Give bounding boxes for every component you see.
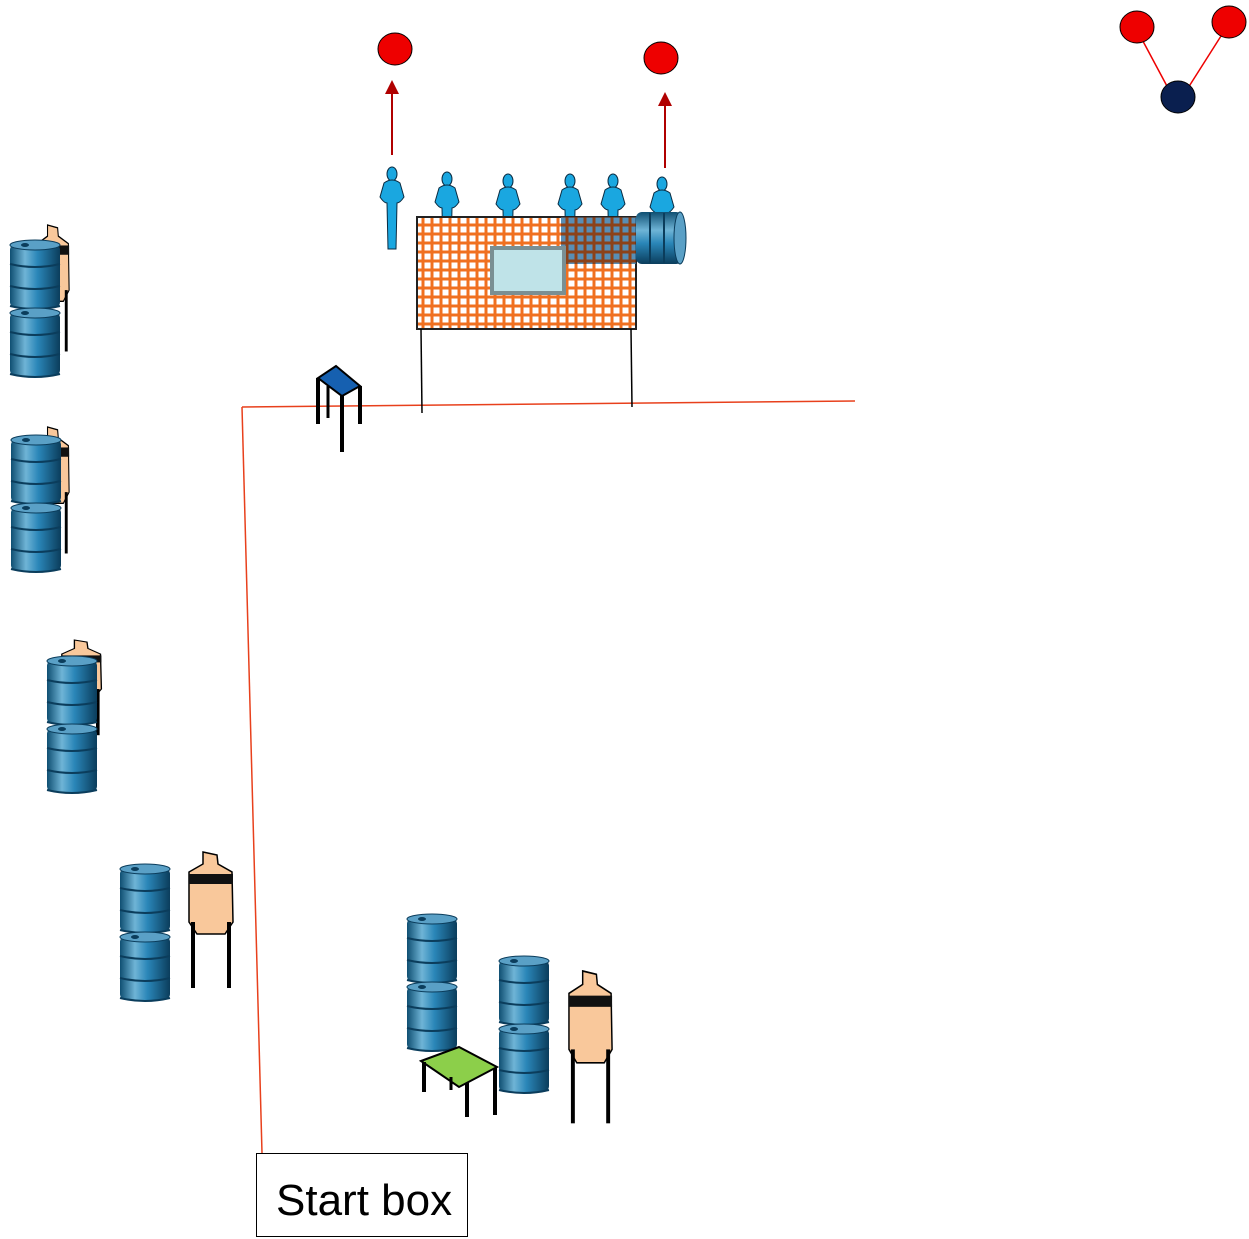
window-wall-icon bbox=[379, 166, 687, 414]
arrow-head-icon bbox=[385, 80, 399, 94]
steel-plate-icon bbox=[1211, 5, 1247, 39]
no-shoot-target-icon bbox=[379, 166, 405, 250]
barrel-icon bbox=[498, 1023, 550, 1094]
barrel-icon bbox=[9, 239, 61, 310]
position-left-1 bbox=[9, 224, 70, 378]
position-left-2 bbox=[10, 426, 70, 573]
steel-plate-icon bbox=[1119, 10, 1155, 44]
steel-plate-icon bbox=[377, 32, 413, 66]
barrel-icon bbox=[406, 981, 458, 1052]
position-left-4 bbox=[119, 851, 234, 1002]
barrel-icon bbox=[119, 931, 171, 1002]
start-box: Start box bbox=[256, 1153, 468, 1237]
window-pane bbox=[490, 246, 566, 295]
barrel-icon bbox=[46, 723, 98, 794]
fault-line-top bbox=[241, 400, 856, 408]
arrow-head-icon bbox=[658, 92, 672, 106]
barrel-icon bbox=[498, 955, 550, 1026]
barrel-icon bbox=[10, 502, 62, 573]
barrel-icon bbox=[10, 434, 62, 505]
steel-plate-cluster bbox=[1119, 5, 1247, 114]
fault-line-left bbox=[241, 406, 263, 1154]
barrel-icon bbox=[119, 863, 171, 934]
paper-target-icon bbox=[568, 970, 613, 1125]
table-icon bbox=[419, 1045, 499, 1119]
barrel-icon bbox=[9, 307, 61, 378]
position-bottom bbox=[406, 913, 613, 1125]
steel-plate-icon bbox=[1160, 80, 1196, 114]
fault-line bbox=[241, 400, 856, 1154]
paper-target-icon bbox=[188, 851, 234, 989]
table-icon bbox=[316, 364, 362, 454]
barrel-icon bbox=[46, 655, 98, 726]
steel-plates-top bbox=[377, 32, 679, 168]
barrel-icon bbox=[406, 913, 458, 984]
barrel-icon bbox=[636, 211, 687, 265]
position-left-3 bbox=[46, 639, 103, 794]
start-box-label: Start box bbox=[276, 1176, 453, 1225]
steel-plate-icon bbox=[643, 41, 679, 75]
